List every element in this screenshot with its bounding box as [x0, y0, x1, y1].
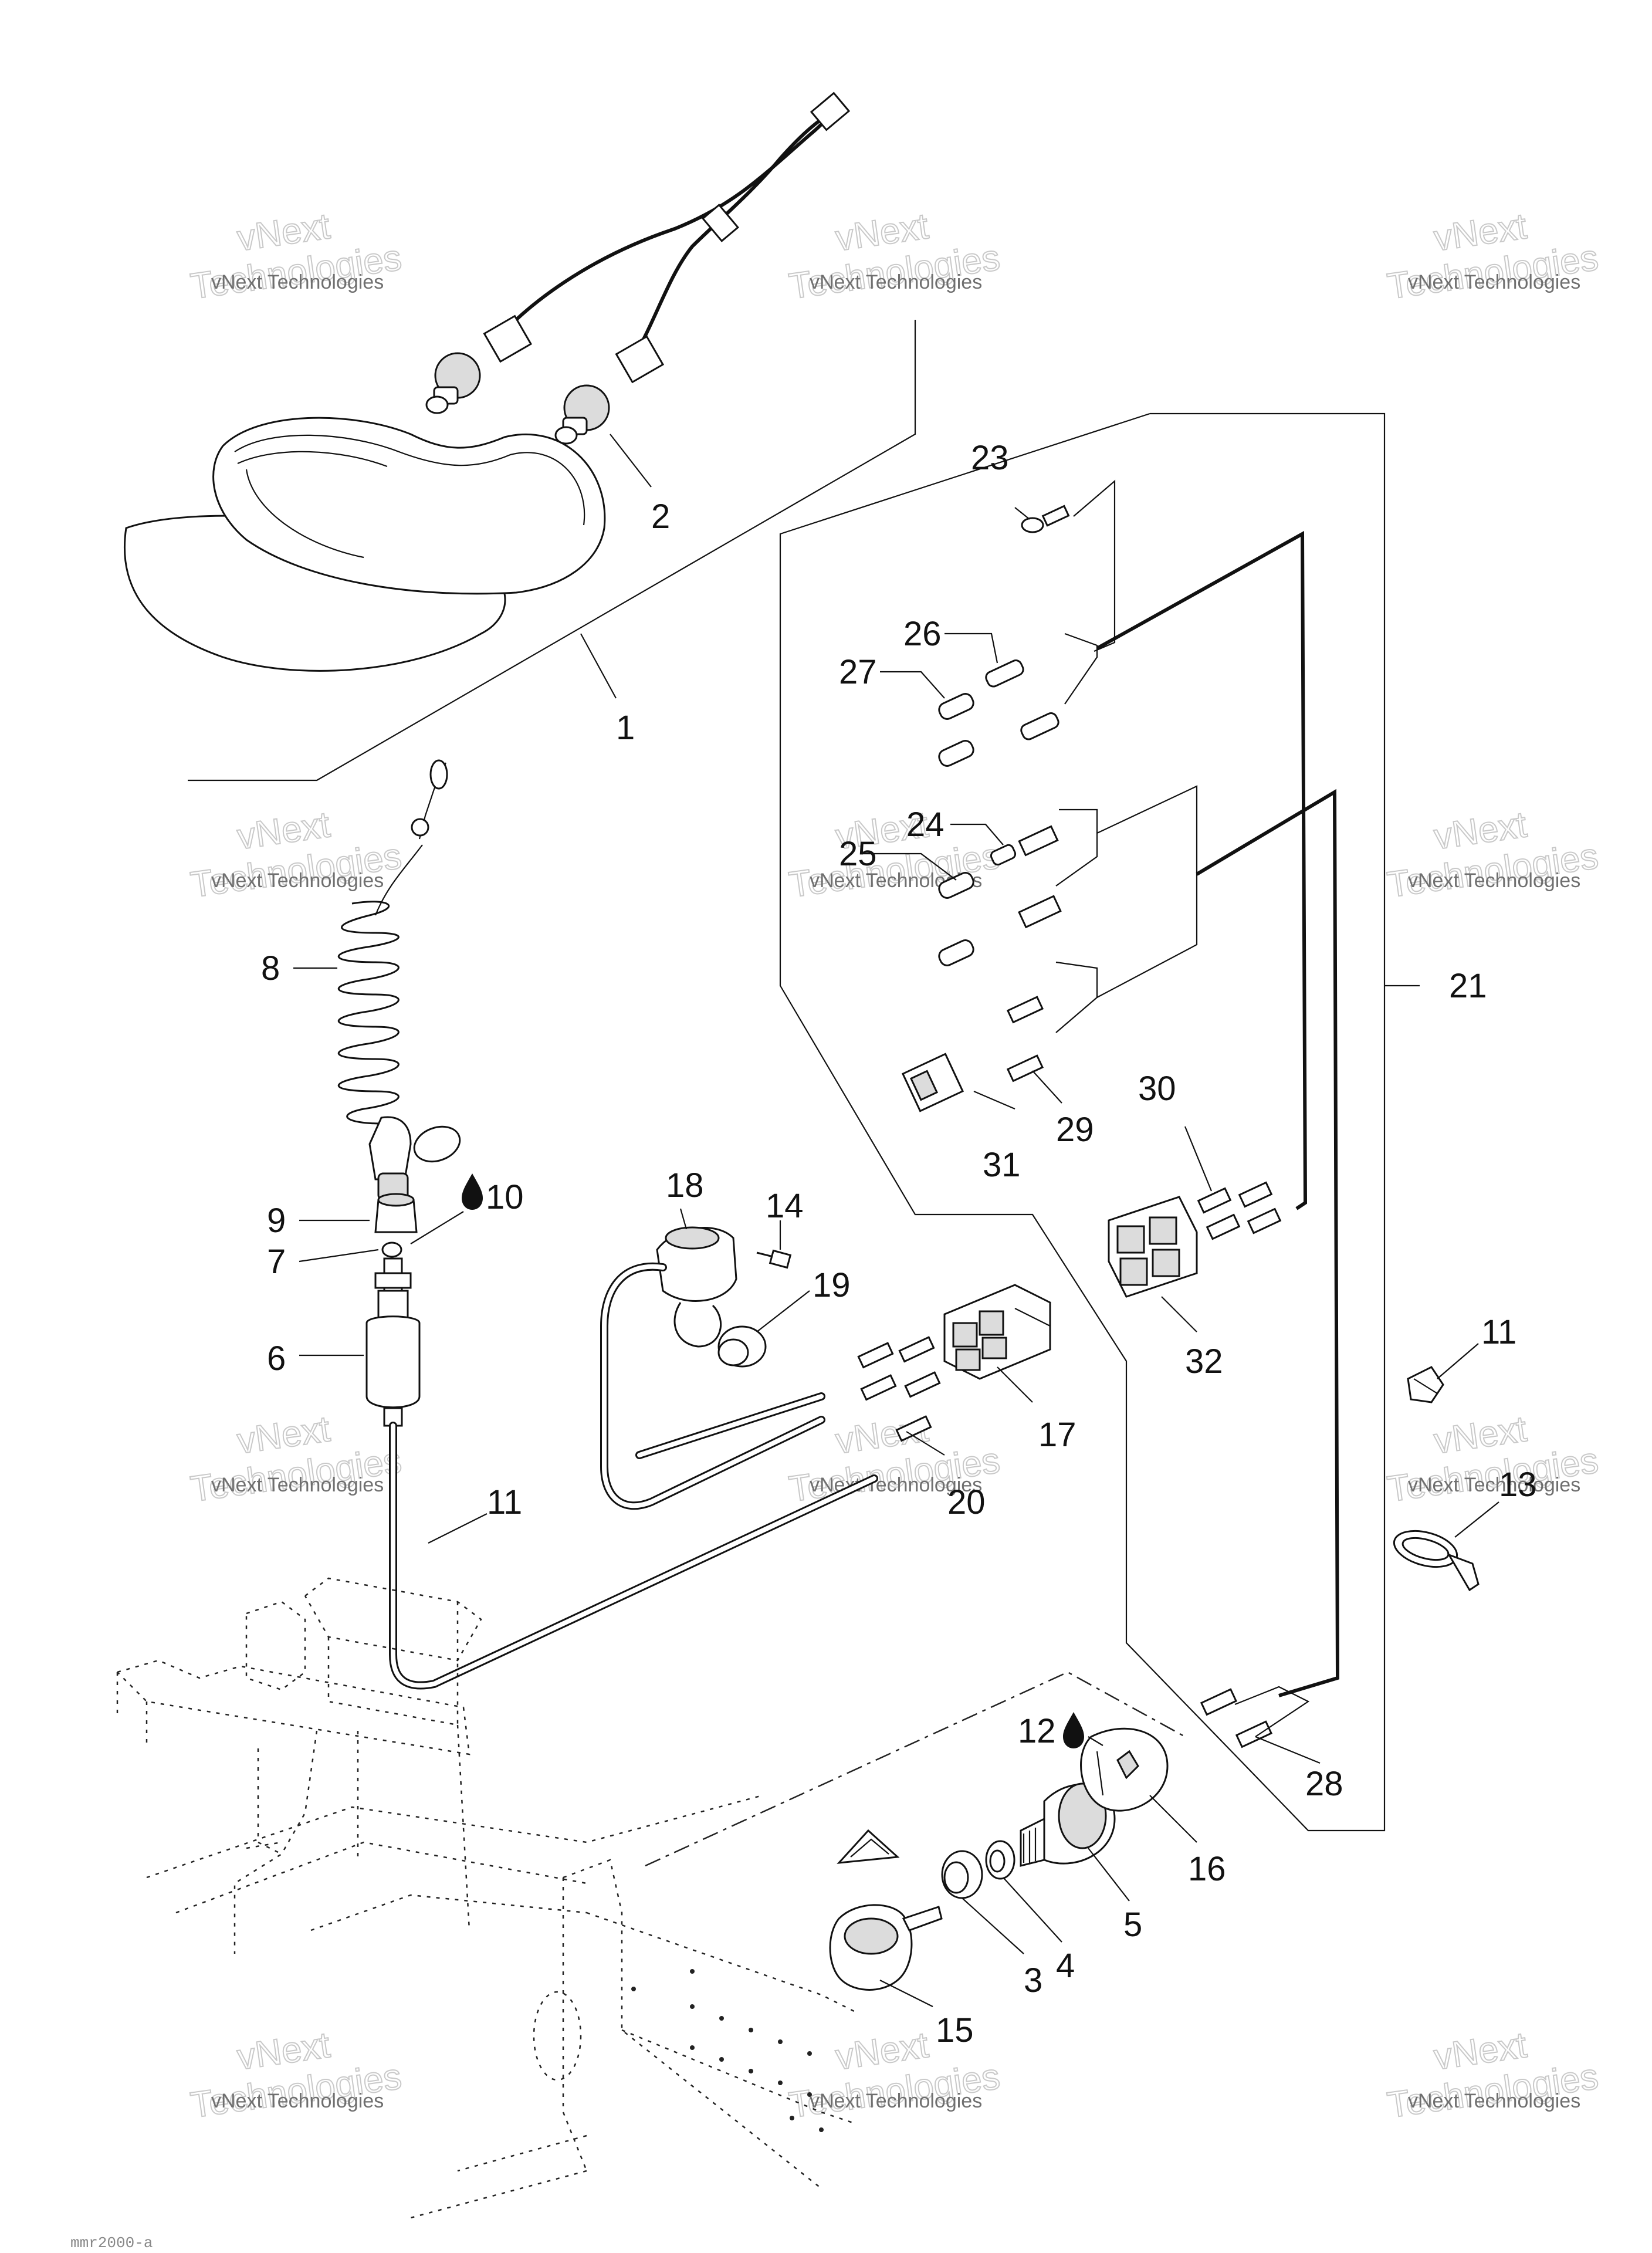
bulb	[425, 352, 481, 414]
callout-28: 28	[1305, 1765, 1343, 1803]
watermark: vNext Technologies vNext Technologies	[1384, 205, 1602, 307]
callout-21: 21	[1449, 967, 1487, 1005]
callout-16: 16	[1188, 1850, 1226, 1888]
drop-icon	[1063, 1712, 1084, 1748]
callout-30: 30	[1138, 1070, 1176, 1108]
ignition-switch	[829, 1727, 1169, 1991]
svg-text:vNext Technologies: vNext Technologies	[211, 2090, 384, 2112]
connector-housing	[1108, 1196, 1198, 1298]
svg-text:vNext Technologies: vNext Technologies	[1408, 2090, 1580, 2112]
watermark: vNext Technologies vNext Technologies	[188, 205, 405, 307]
watermark: vNext Technologies vNext Technologies	[1384, 2024, 1602, 2126]
callout-10: 10	[486, 1178, 524, 1216]
cable-tie	[1393, 1530, 1480, 1592]
callout-26: 26	[903, 615, 942, 653]
callout-6: 6	[267, 1339, 286, 1378]
svg-text:vNext Technologies: vNext Technologies	[211, 1474, 384, 1496]
callout-15: 15	[936, 2011, 974, 2049]
svg-text:vNext Technologies: vNext Technologies	[1408, 271, 1580, 293]
watermark: vNext Technologies vNext Technologies	[188, 1408, 405, 1510]
leader-lines	[293, 507, 1499, 2007]
callout-8: 8	[261, 949, 280, 987]
drawing-code: mmr2000-a	[70, 2234, 153, 2252]
svg-text:vNext Technologies: vNext Technologies	[211, 870, 384, 892]
callout-13: 13	[1499, 1466, 1537, 1504]
watermark: vNext Technologies vNext Technologies	[188, 2024, 405, 2126]
callout-31: 31	[983, 1146, 1021, 1184]
svg-text:vNext Technologies: vNext Technologies	[211, 271, 384, 293]
ring-terminal	[1021, 505, 1070, 533]
callout-4: 4	[1056, 1947, 1075, 1985]
callout-11-clip: 11	[1481, 1313, 1516, 1351]
clip	[1407, 1366, 1444, 1403]
callout-32: 32	[1185, 1342, 1223, 1381]
coil-cord	[337, 901, 400, 1125]
svg-text:vNext Technologies: vNext Technologies	[810, 271, 982, 293]
callout-9: 9	[267, 1202, 286, 1240]
watermark: vNext Technologies vNext Technologies	[1384, 1408, 1602, 1510]
headlight-assembly	[123, 92, 916, 782]
callout-7: 7	[267, 1243, 286, 1281]
svg-text:vNext Technologies: vNext Technologies	[1408, 1474, 1580, 1496]
watermark: vNext Technologies vNext Technologies	[188, 804, 405, 906]
svg-text:vNext Technologies: vNext Technologies	[1408, 870, 1580, 892]
callout-27: 27	[839, 653, 877, 691]
watermark: vNext Technologies vNext Technologies	[786, 205, 1003, 307]
callout-11-harness: 11	[487, 1483, 522, 1521]
switch-assembly	[600, 1226, 1051, 1510]
callout-29: 29	[1056, 1111, 1094, 1149]
callout-labels: 1 2 3 4 5 6 7 8 9 10 11 11 12 13 14 15 1…	[261, 439, 1537, 2049]
callout-3: 3	[1024, 1961, 1042, 2000]
callout-17: 17	[1038, 1416, 1076, 1454]
callout-24: 24	[906, 806, 945, 844]
callout-12: 12	[1018, 1712, 1056, 1750]
callout-2: 2	[651, 498, 670, 536]
callout-1: 1	[616, 709, 635, 747]
frame-holes	[631, 1969, 824, 2132]
svg-text:vNext Technologies: vNext Technologies	[810, 2090, 982, 2112]
callout-25: 25	[839, 835, 877, 873]
callout-5: 5	[1123, 1906, 1142, 1944]
watermark: vNext Technologies vNext Technologies	[1384, 804, 1602, 906]
callout-20: 20	[947, 1483, 986, 1521]
wiring-harness-kit	[779, 412, 1420, 1832]
callout-23: 23	[971, 439, 1009, 477]
callout-18: 18	[666, 1166, 704, 1205]
callout-19: 19	[813, 1266, 851, 1304]
frame-structure	[116, 1577, 1186, 2219]
bulb	[554, 384, 610, 445]
tether-cord-switch	[337, 759, 878, 1690]
drop-icon	[462, 1173, 483, 1210]
callout-14: 14	[766, 1187, 804, 1225]
watermark: vNext Technologies vNext Technologies	[786, 804, 1003, 906]
connector-housing	[901, 1053, 964, 1112]
